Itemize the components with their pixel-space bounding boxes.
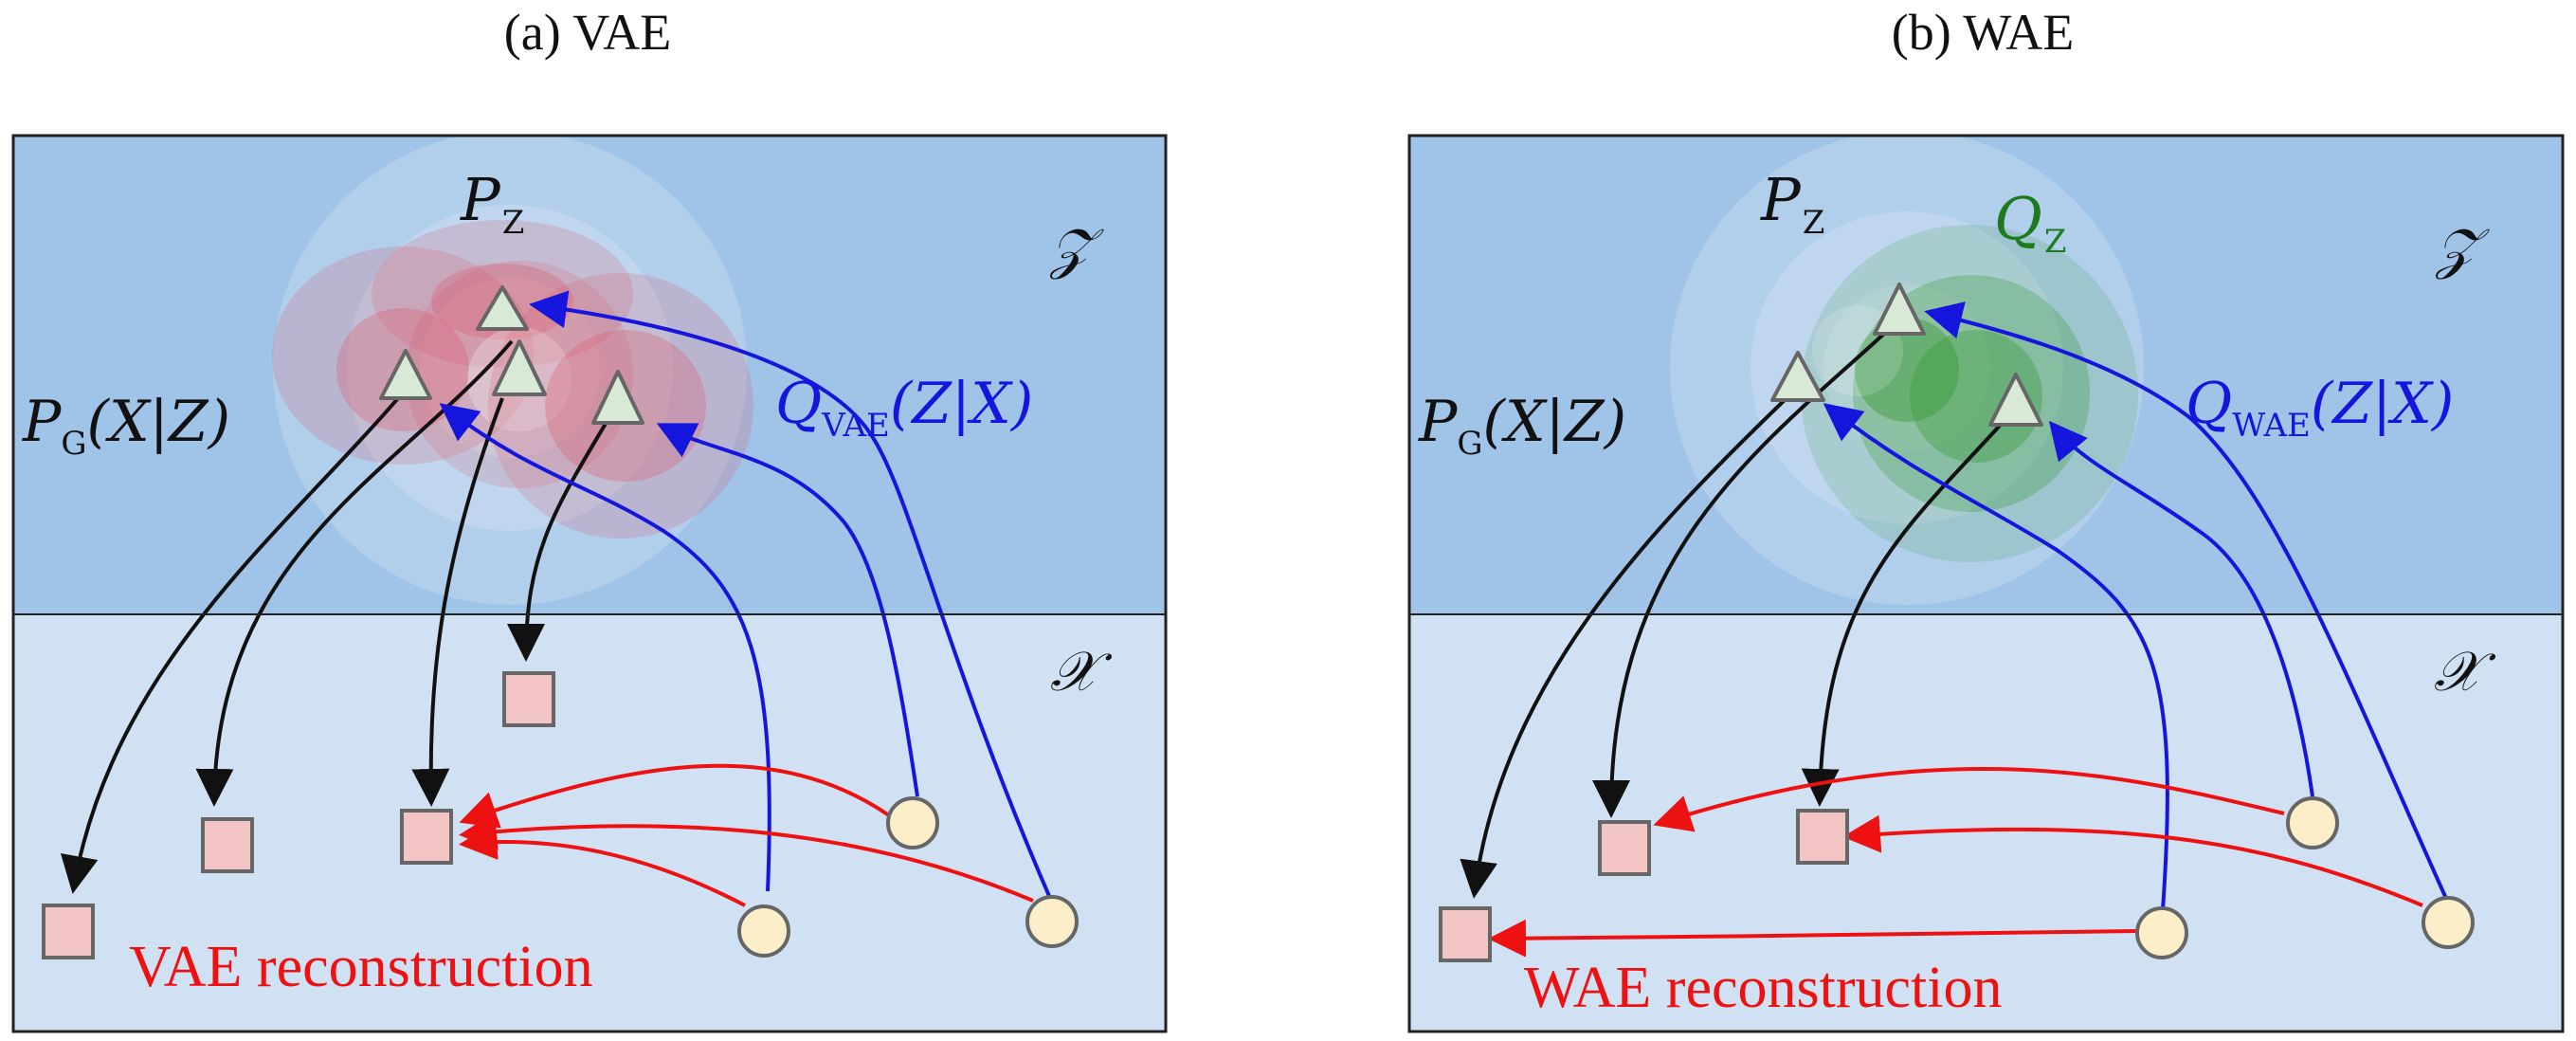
decoder-arrow <box>411 397 504 807</box>
data-point-markers <box>737 796 1079 958</box>
reconstruction-label: WAE reconstruction <box>1524 956 2002 1020</box>
wae-aggregate-posterior <box>1801 225 2138 562</box>
decoder-arrow <box>507 420 608 662</box>
prior-distribution <box>1670 131 2144 605</box>
reconstruction-arrows <box>459 763 1034 907</box>
reconstruction-arrow <box>1653 766 2285 832</box>
decoder-arrow <box>1592 330 1888 818</box>
reconstruction-arrow <box>459 822 746 907</box>
reconstruction-markers <box>42 671 555 959</box>
panel-border <box>1407 134 2565 1033</box>
prior-label: PZ <box>460 165 524 242</box>
encoder-arrow <box>656 423 919 797</box>
latent-code-markers <box>1770 283 2043 427</box>
square-marker-icon <box>1598 820 1651 876</box>
encoder-arrow <box>2048 420 2314 797</box>
latent-code-markers <box>379 285 644 425</box>
square-marker-icon <box>201 817 254 873</box>
square-marker-icon <box>42 904 95 959</box>
triangle-marker-icon <box>492 339 547 396</box>
encoder-arrow <box>1823 403 2169 911</box>
panel-wae: (b) WAE PZ QZ 𝒵 𝒳 PG(X|Z) QWAE(Z|X) WAE … <box>1407 4 2565 1033</box>
decoder-arrows <box>1460 330 2009 899</box>
decoder-label: PG(X|Z) <box>22 389 230 463</box>
encoder-arrows <box>439 290 1054 904</box>
reconstruction-markers <box>1439 809 1849 962</box>
triangle-marker-icon <box>591 370 644 425</box>
panel-vae: (a) VAE PZ 𝒵 𝒳 PG(X|Z) QVAE(Z|X) VAE rec… <box>11 4 1168 1033</box>
triangle-marker-icon <box>1873 283 1926 336</box>
data-point-markers <box>2135 796 2475 959</box>
triangle-marker-icon <box>476 285 529 331</box>
circle-marker-icon <box>886 796 939 849</box>
triangle-marker-icon <box>1988 373 2043 427</box>
encoder-label: QWAE(Z|X) <box>2186 371 2454 445</box>
reconstruction-arrow <box>1842 814 2423 907</box>
square-marker-icon <box>1439 906 1492 962</box>
square-marker-icon <box>400 809 453 865</box>
encoder-arrow <box>1924 301 2449 902</box>
decoder-label: PG(X|Z) <box>1418 389 1626 463</box>
reconstruction-arrows <box>1488 766 2423 958</box>
aggregate-posterior-label: QZ <box>1994 184 2066 261</box>
encoder-arrows <box>1823 301 2449 911</box>
triangle-marker-icon <box>1770 351 1825 402</box>
circle-marker-icon <box>2135 906 2188 959</box>
decoder-arrow <box>195 339 514 807</box>
panel-border <box>11 134 1168 1033</box>
encoder-label: QVAE(Z|X) <box>775 371 1033 445</box>
encoder-arrow <box>439 403 771 892</box>
decoder-arrow <box>60 396 400 894</box>
square-marker-icon <box>1796 809 1849 865</box>
reconstruction-arrow <box>459 763 891 829</box>
reconstruction-label: VAE reconstruction <box>129 935 593 999</box>
panel-caption: (b) WAE <box>1892 4 2074 61</box>
triangle-marker-icon <box>379 349 432 400</box>
latent-space-region <box>1409 136 2563 614</box>
reconstruction-arrow <box>1488 919 2138 958</box>
latent-space-region <box>13 136 1166 614</box>
reconstruction-arrow <box>459 813 1034 903</box>
panel-caption: (a) VAE <box>504 4 671 61</box>
square-marker-icon <box>502 671 555 727</box>
prior-label: PZ <box>1760 165 1824 242</box>
decoder-arrow <box>1801 415 2009 807</box>
encoder-arrow <box>529 290 1054 904</box>
decoder-arrow <box>1460 396 1788 899</box>
decoder-arrows <box>60 339 608 894</box>
circle-marker-icon <box>737 904 790 958</box>
circle-marker-icon <box>1025 895 1079 948</box>
circle-marker-icon <box>2422 896 2475 949</box>
circle-marker-icon <box>2286 796 2339 849</box>
